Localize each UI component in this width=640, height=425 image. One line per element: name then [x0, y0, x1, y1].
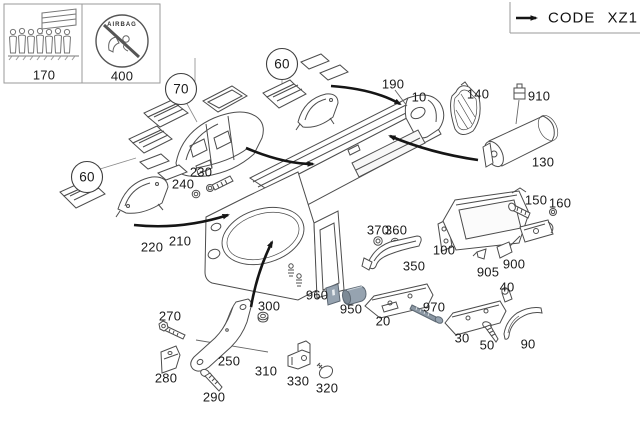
bracket-350-drawing — [361, 235, 422, 271]
bolt-150-drawing — [508, 202, 531, 219]
part-label-270[interactable]: 270 — [158, 308, 182, 324]
arrow-from-130 — [388, 134, 479, 162]
part-label-905[interactable]: 905 — [476, 264, 500, 280]
bolt-270-drawing — [158, 320, 186, 340]
clip-910-drawing — [513, 83, 526, 100]
callout-circle-60-top — [265, 47, 299, 81]
roller-950-drawing — [341, 285, 367, 306]
part-label-210[interactable]: 210 — [168, 233, 192, 249]
part-label-190[interactable]: 190 — [381, 76, 405, 92]
airbag-legend-box[interactable] — [95, 14, 149, 68]
cylinder-130-drawing — [482, 115, 559, 168]
pin-320-drawing — [316, 362, 334, 379]
part-label-160[interactable]: 160 — [548, 195, 572, 211]
part-label-320[interactable]: 320 — [315, 380, 339, 396]
crowd-flag-icon — [8, 8, 79, 61]
callout-circle-70 — [164, 72, 198, 106]
part-label-970[interactable]: 970 — [422, 299, 446, 315]
vent-cluster-70-drawing — [128, 58, 264, 177]
part-label-900[interactable]: 900 — [502, 256, 526, 272]
latch-900-drawing — [496, 219, 554, 259]
trim-90-drawing — [503, 307, 543, 340]
plate-960-drawing — [325, 283, 341, 306]
clip-905-drawing — [472, 248, 487, 260]
screw-290-drawing — [200, 368, 223, 392]
part-label-40[interactable]: 40 — [499, 279, 515, 295]
part-label-950[interactable]: 950 — [339, 301, 363, 317]
bracket-280-drawing — [160, 345, 181, 374]
part-label-240[interactable]: 240 — [171, 176, 195, 192]
arrow-to-dash-right — [330, 84, 402, 106]
part-label-960[interactable]: 960 — [305, 287, 329, 303]
part-label-90[interactable]: 90 — [520, 336, 536, 352]
part-label-280[interactable]: 280 — [154, 370, 178, 386]
part-label-50[interactable]: 50 — [479, 337, 495, 353]
part-label-30[interactable]: 30 — [454, 330, 470, 346]
washer-160-drawing — [549, 208, 557, 216]
part-label-230[interactable]: 230 — [189, 164, 213, 180]
callout-70[interactable]: 70 — [173, 81, 189, 97]
part-label-300[interactable]: 300 — [257, 298, 281, 314]
part-label-100[interactable]: 100 — [432, 242, 456, 258]
part-label-140[interactable]: 140 — [466, 86, 490, 102]
dashboard-drawing — [204, 94, 445, 301]
arrow-from-below — [249, 240, 274, 308]
code-label: CODE XZ1 — [548, 9, 639, 27]
part-label-330[interactable]: 330 — [286, 373, 310, 389]
washer-240-drawing — [191, 189, 201, 199]
callout-circles[interactable] — [70, 47, 299, 194]
part-label-20[interactable]: 20 — [375, 313, 391, 329]
legend-label-170[interactable]: 170 — [32, 67, 56, 83]
arrow-to-dash-center — [245, 146, 315, 167]
flag-legend-box[interactable] — [3, 3, 161, 84]
code-box-border — [509, 2, 640, 34]
callout-arrows — [133, 84, 479, 308]
part-label-310[interactable]: 310 — [254, 363, 278, 379]
grille-140-drawing — [450, 81, 481, 135]
screw-50-drawing — [482, 321, 499, 343]
part-label-150[interactable]: 150 — [524, 192, 548, 208]
callout-circle-60-left — [70, 160, 104, 194]
part-label-220[interactable]: 220 — [140, 239, 164, 255]
glovebox-100-drawing — [437, 187, 530, 252]
grommet-300-drawing — [257, 311, 269, 323]
part-label-350[interactable]: 350 — [402, 258, 426, 274]
part-label-290[interactable]: 290 — [202, 389, 226, 405]
part-label-250[interactable]: 250 — [217, 353, 241, 369]
bracket-30-drawing — [444, 300, 507, 336]
part-label-130[interactable]: 130 — [531, 154, 555, 170]
legend-label-400[interactable]: 400 — [110, 68, 134, 84]
part-label-10[interactable]: 10 — [411, 89, 427, 105]
screw-970-drawing — [409, 304, 444, 324]
bolt-230-drawing — [206, 175, 234, 192]
callout-60-left[interactable]: 60 — [79, 169, 95, 185]
underdash-screws-drawing — [288, 263, 302, 287]
vent-cluster-60-top-drawing — [262, 53, 349, 131]
callout-60-top[interactable]: 60 — [274, 56, 290, 72]
part-label-370[interactable]: 370 — [366, 222, 390, 238]
washer-370-drawing — [373, 236, 383, 246]
airbag-logo-text: AIRBAG — [107, 22, 137, 28]
part-40-drawing — [501, 287, 513, 303]
part-label-360[interactable]: 360 — [384, 222, 408, 238]
part-label-910[interactable]: 910 — [527, 88, 551, 104]
clip-330-drawing — [287, 340, 311, 370]
arrow-to-dash-left — [133, 213, 230, 228]
